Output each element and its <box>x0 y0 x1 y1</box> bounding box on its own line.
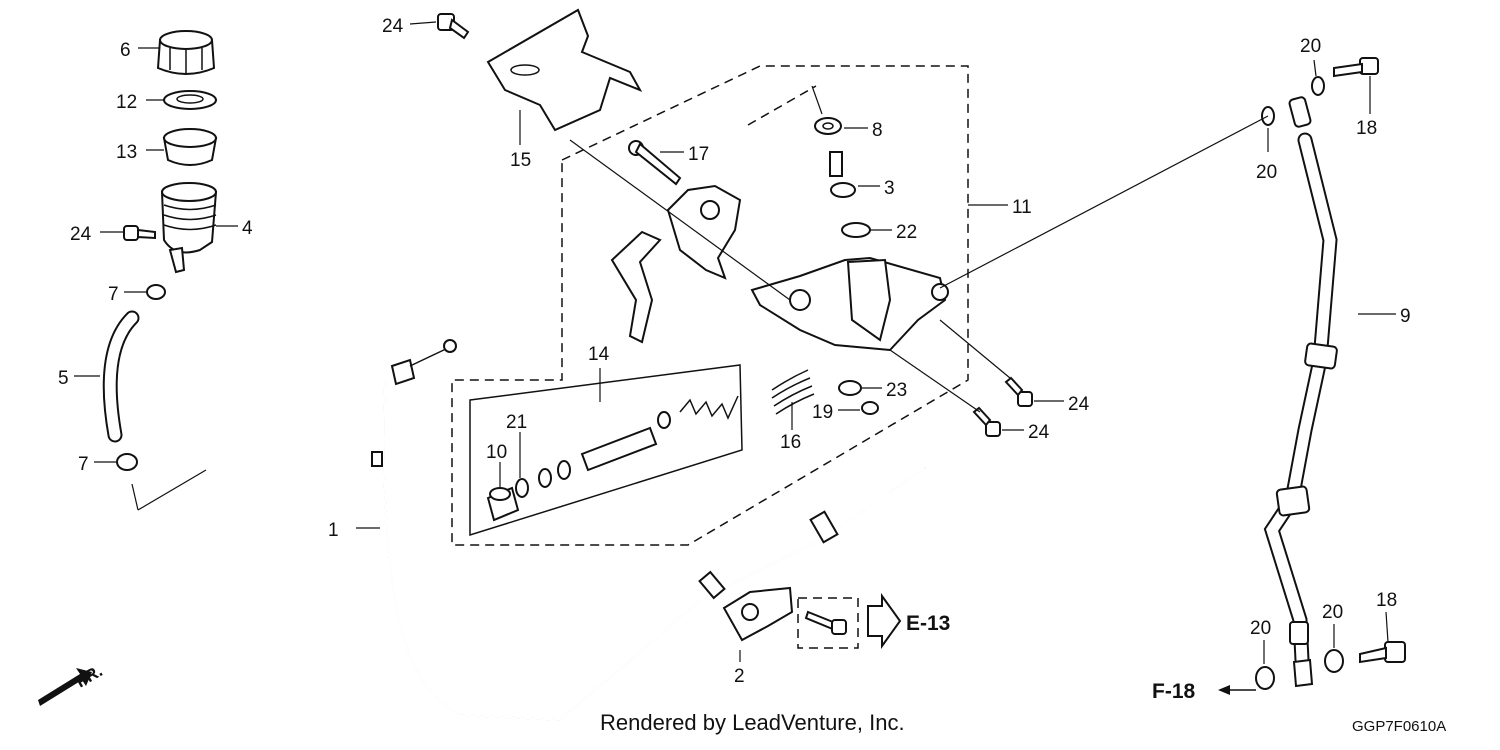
diagram-code: GGP7F0610A <box>1352 718 1447 735</box>
assembly-11-inner-line <box>747 85 817 126</box>
callout-20-upper-a: 20 <box>1300 36 1321 57</box>
callout-19: 19 <box>812 402 833 423</box>
callout-5: 5 <box>58 368 69 389</box>
callout-9: 9 <box>1400 306 1411 327</box>
callout-17: 17 <box>688 144 709 165</box>
reservoir-body[interactable] <box>160 182 218 274</box>
ref-e13[interactable]: E-13 <box>906 612 950 635</box>
callout-13: 13 <box>116 142 137 163</box>
callout-8: 8 <box>872 120 883 141</box>
callout-4: 4 <box>242 218 253 239</box>
callout-7-lower: 7 <box>78 454 89 475</box>
brake-hose[interactable] <box>1263 96 1338 688</box>
callout-20-lower-a: 20 <box>1250 618 1271 639</box>
callout-14: 14 <box>588 344 610 365</box>
callout-20-lower-b: 20 <box>1322 602 1343 623</box>
callout-23: 23 <box>886 380 907 401</box>
master-cylinder-body[interactable] <box>750 256 949 352</box>
reservoir-cap[interactable] <box>156 30 216 75</box>
lever-link[interactable] <box>610 230 662 344</box>
assembly-11-outline <box>451 65 969 546</box>
render-credit: Rendered by LeadVenture, Inc. <box>600 710 905 735</box>
bolt-17[interactable] <box>628 140 682 186</box>
callout-2: 2 <box>734 666 745 687</box>
callout-3: 3 <box>884 178 895 199</box>
diaphragm-plate[interactable] <box>163 90 217 110</box>
callout-24-bracket: 24 <box>382 16 404 37</box>
nut-19[interactable] <box>861 401 879 415</box>
callout-24-cylinder-a: 24 <box>1068 394 1090 415</box>
callout-18-upper: 18 <box>1356 118 1377 139</box>
callout-16: 16 <box>780 432 801 453</box>
hose-clip-lower[interactable] <box>116 453 138 471</box>
callout-1: 1 <box>328 520 339 541</box>
bolt-18-upper[interactable] <box>1333 57 1379 78</box>
ref-bolt-e13 <box>797 597 859 649</box>
lever-bracket[interactable] <box>666 184 742 280</box>
o-ring-22[interactable] <box>841 222 871 238</box>
washer-8[interactable] <box>814 117 842 135</box>
callout-15: 15 <box>510 150 531 171</box>
callout-12: 12 <box>116 92 137 113</box>
hose-connection-line <box>137 469 207 511</box>
piston-kit-outline <box>469 364 743 537</box>
washer-20-lower-a[interactable] <box>1255 666 1275 690</box>
reservoir-hose[interactable] <box>102 310 140 443</box>
hose-clip-upper[interactable] <box>146 284 166 300</box>
callout-21: 21 <box>506 412 527 433</box>
bolt-24-cylinder-b[interactable] <box>972 406 1001 437</box>
piston-rod[interactable] <box>580 411 671 472</box>
piston-seals-21[interactable] <box>515 460 571 498</box>
washer-20-lower-b[interactable] <box>1324 649 1344 673</box>
nut-23[interactable] <box>838 380 862 396</box>
bolt-24-reservoir[interactable] <box>123 225 156 241</box>
bolt-24-bracket[interactable] <box>437 13 470 40</box>
callout-10: 10 <box>486 442 507 463</box>
front-direction-label: FR. <box>73 661 106 691</box>
callout-20-upper-b: 20 <box>1256 162 1277 183</box>
callout-24-cylinder-b: 24 <box>1028 422 1050 443</box>
f18-arrow-icon <box>1218 685 1230 695</box>
bracket-15[interactable] <box>486 8 643 132</box>
e13-arrow-icon <box>867 592 902 650</box>
callout-18-lower: 18 <box>1376 590 1397 611</box>
front-arrow-icon <box>38 668 92 706</box>
spring-16[interactable] <box>771 369 815 415</box>
callout-24-reservoir: 24 <box>70 224 92 245</box>
washer-20-upper-a[interactable] <box>1311 76 1325 96</box>
leader-lines <box>74 21 1396 664</box>
piston-cup-10[interactable] <box>486 486 520 522</box>
bolt-18-lower[interactable] <box>1359 641 1406 664</box>
callout-22: 22 <box>896 222 917 243</box>
ref-f18[interactable]: F-18 <box>1152 680 1196 703</box>
callout-6: 6 <box>120 40 131 61</box>
diaphragm[interactable] <box>162 128 218 166</box>
bolt-24-cylinder-a[interactable] <box>1004 376 1033 407</box>
hose-connection-line-b <box>131 483 139 511</box>
joint-bolt-3[interactable] <box>829 151 856 198</box>
callout-11: 11 <box>1012 197 1032 218</box>
clutch-cable[interactable] <box>371 339 926 722</box>
callout-labels: 6 12 13 24 4 7 5 7 24 15 8 17 3 11 22 9 … <box>58 16 1411 687</box>
callout-7-upper: 7 <box>108 284 119 305</box>
piston-spring[interactable] <box>679 395 739 420</box>
cable-clamp-2[interactable] <box>722 586 794 642</box>
